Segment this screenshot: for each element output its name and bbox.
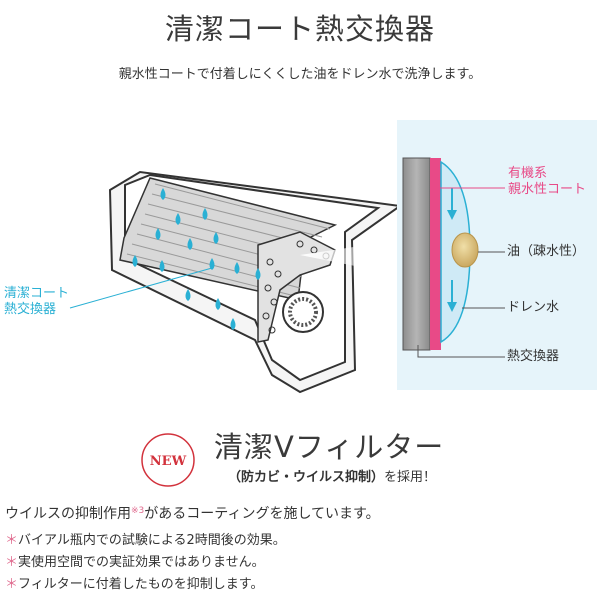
label-organic-line1: 有機系: [508, 166, 548, 181]
desc-before: ウイルスの抑制作用: [5, 506, 131, 522]
section-title-v-filter: 清潔Vフィルター: [214, 430, 445, 464]
label-coat-line2: 熱交換器: [4, 302, 57, 317]
desc-after: があるコーティングを施しています。: [144, 506, 380, 522]
label-coat-line1: 清潔コート: [4, 286, 70, 301]
heat-exchanger-plate: [402, 157, 431, 351]
oil-droplet: [451, 232, 479, 268]
hydrophilic-coat-layer: [430, 158, 441, 350]
label-heat-exchanger: 熱交換器: [507, 349, 560, 364]
section-subtitle-v-filter: （防カビ・ウイルス抑制）を採用！: [228, 466, 436, 485]
note-text: 実使用空間での実証効果ではありません。: [18, 555, 265, 570]
heat-exchanger-illustration: [69, 120, 597, 394]
label-oil: 油（疎水性）: [507, 244, 586, 259]
label-coated-heat-exchanger: 清潔コート 熱交換器: [4, 286, 69, 318]
note-text: バイアル瓶内での試験による2時間後の効果。: [18, 533, 286, 548]
water-drops: [132, 188, 261, 330]
section-subtitle: 親水性コートで付着しにくくした油をドレン水で洗浄します。: [118, 67, 482, 82]
heat-exchanger-fins: [119, 177, 338, 343]
note-mark: ＊: [5, 555, 19, 570]
note-item: ＊バイアル瓶内での試験による2時間後の効果。: [5, 529, 286, 548]
section-title-coated-heat-exchanger: 清潔コート熱交換器: [164, 12, 435, 46]
footnote-ref: ※3: [131, 506, 145, 516]
note-mark: ＊: [5, 577, 19, 592]
coat-leader-line: [69, 267, 213, 309]
new-badge: NEW: [141, 433, 195, 487]
note-item: ＊フィルターに付着したものを抑制します。: [5, 573, 263, 592]
label-leader-lines: [417, 187, 505, 358]
label-organic-line2: 親水性コート: [508, 182, 587, 197]
note-item: ＊実使用空間での実証効果ではありません。: [5, 551, 265, 570]
label-drain-water: ドレン水: [507, 300, 560, 315]
fan-icon: [282, 291, 324, 333]
label-organic-hydrophilic-coat: 有機系 親水性コート: [508, 166, 586, 198]
subtitle-bold: （防カビ・ウイルス抑制）: [228, 470, 385, 485]
note-text: フィルターに付着したものを抑制します。: [18, 577, 264, 592]
flow-arrows: [447, 188, 457, 312]
zoom-beam: [300, 240, 400, 275]
note-mark: ＊: [5, 533, 19, 548]
badge-text: NEW: [150, 454, 187, 469]
description: ウイルスの抑制作用※3があるコーティングを施しています。: [5, 503, 380, 523]
subtitle-rest: を採用！: [384, 470, 437, 485]
